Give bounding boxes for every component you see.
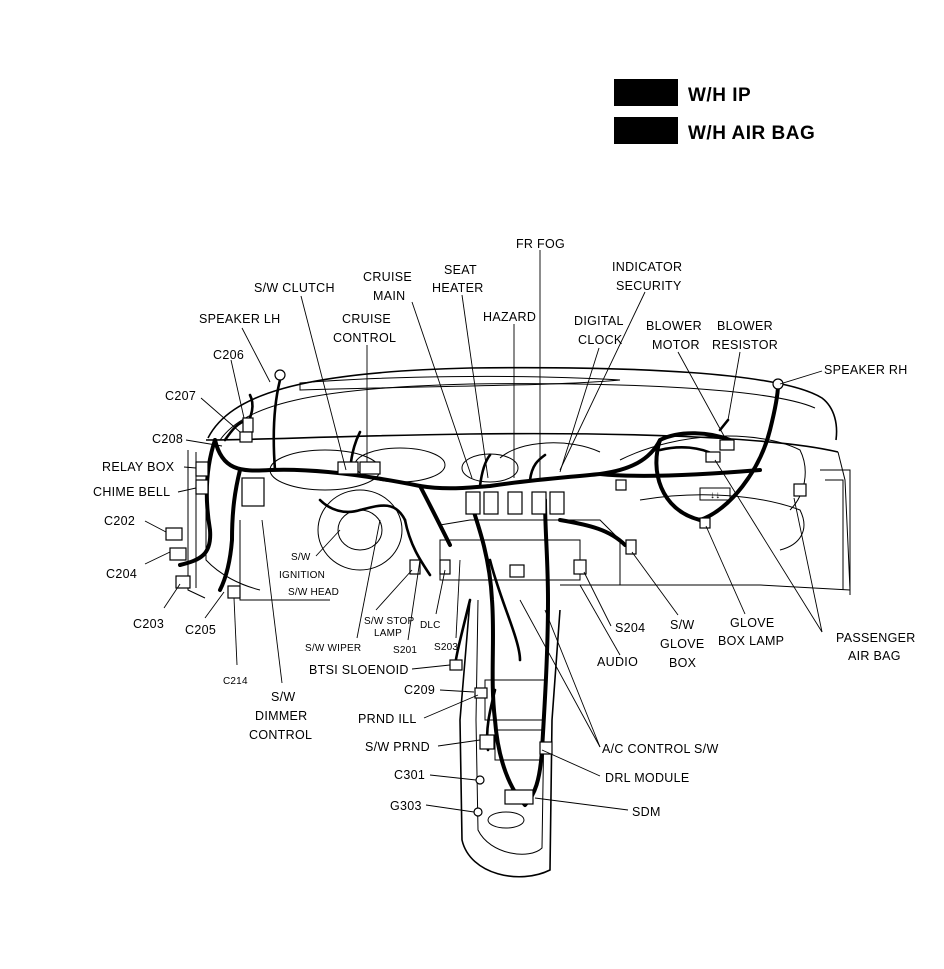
label-sw-head: S/W HEAD <box>288 587 339 598</box>
label-prnd-ill: PRND ILL <box>358 712 417 726</box>
label-chime-bell: CHIME BELL <box>93 485 170 499</box>
label-c205: C205 <box>185 623 216 637</box>
label-dlc: DLC <box>420 620 441 631</box>
label-passenger-air-bag-2: AIR BAG <box>848 649 901 663</box>
label-c301: C301 <box>394 768 425 782</box>
label-speaker-lh: SPEAKER LH <box>199 312 281 326</box>
label-sw-ignition-2: IGNITION <box>279 570 325 581</box>
label-drl-module: DRL MODULE <box>605 771 690 785</box>
label-sw-dimmer-3: CONTROL <box>249 728 312 742</box>
legend-label-wh-ip: W/H IP <box>688 85 751 106</box>
legend-swatch-wh-ip <box>614 79 678 106</box>
label-s204: S204 <box>615 621 645 635</box>
label-s201: S201 <box>393 645 417 656</box>
label-c208: C208 <box>152 432 183 446</box>
label-heater: HEATER <box>432 281 484 295</box>
label-sw-prnd: S/W PRND <box>365 740 430 754</box>
label-blower-motor-2: MOTOR <box>652 338 700 352</box>
connectors <box>165 369 807 817</box>
label-c209: C209 <box>404 683 435 697</box>
label-sw-wiper: S/W WIPER <box>305 643 361 654</box>
label-relay-box: RELAY BOX <box>102 460 175 474</box>
label-c207: C207 <box>165 389 196 403</box>
label-c206: C206 <box>213 348 244 362</box>
label-sdm: SDM <box>632 805 661 819</box>
label-digital: DIGITAL <box>574 314 624 328</box>
label-c203: C203 <box>133 617 164 631</box>
label-sw-stop-lamp-1: S/W STOP <box>364 616 414 627</box>
label-sw-clutch: S/W CLUTCH <box>254 281 335 295</box>
label-passenger-air-bag-1: PASSENGER <box>836 631 916 645</box>
label-blower-resistor-1: BLOWER <box>717 319 773 333</box>
label-cruise-control-2: CONTROL <box>333 331 396 345</box>
label-sw-stop-lamp-2: LAMP <box>374 628 402 639</box>
label-s203: S203 <box>434 642 458 653</box>
label-sw-glove-box-3: BOX <box>669 656 697 670</box>
label-seat: SEAT <box>444 263 477 277</box>
label-cruise-main-2: MAIN <box>373 289 405 303</box>
label-sw-glove-box-1: S/W <box>670 618 695 632</box>
label-g303: G303 <box>390 799 422 813</box>
label-btsi-solenoid: BTSI SLOENOID <box>309 663 409 677</box>
label-sw-dimmer-1: S/W <box>271 690 296 704</box>
label-glove-box-lamp-1: GLOVE <box>730 616 775 630</box>
label-sw-dimmer-2: DIMMER <box>255 709 308 723</box>
label-indicator: INDICATOR <box>612 260 682 274</box>
label-blower-resistor-2: RESISTOR <box>712 338 778 352</box>
label-ac-control-sw: A/C CONTROL S/W <box>602 742 719 756</box>
label-clock: CLOCK <box>578 333 623 347</box>
wire-harness <box>178 378 780 807</box>
label-hazard: HAZARD <box>483 310 536 324</box>
label-c214: C214 <box>223 676 248 687</box>
leader-lines <box>144 250 823 813</box>
label-c202: C202 <box>104 514 135 528</box>
label-sw-glove-box-2: GLOVE <box>660 637 705 651</box>
svg-text:↓↓: ↓↓ <box>710 490 720 501</box>
label-sw-ignition-1: S/W <box>291 552 311 563</box>
label-audio: AUDIO <box>597 655 638 669</box>
label-cruise-main-1: CRUISE <box>363 270 412 284</box>
legend-label-wh-airbag: W/H AIR BAG <box>688 123 815 144</box>
label-c204: C204 <box>106 567 137 581</box>
label-security: SECURITY <box>616 279 682 293</box>
label-speaker-rh: SPEAKER RH <box>824 363 908 377</box>
legend-swatch-wh-airbag <box>614 117 678 144</box>
label-glove-box-lamp-2: BOX LAMP <box>718 634 784 648</box>
label-blower-motor-1: BLOWER <box>646 319 702 333</box>
label-fr-fog: FR FOG <box>516 237 565 251</box>
callout-labels: FR FOG INDICATOR SECURITY SEAT HEATER CR… <box>93 237 916 819</box>
legend: W/H IP W/H AIR BAG <box>614 79 815 144</box>
label-cruise-control-1: CRUISE <box>342 312 391 326</box>
